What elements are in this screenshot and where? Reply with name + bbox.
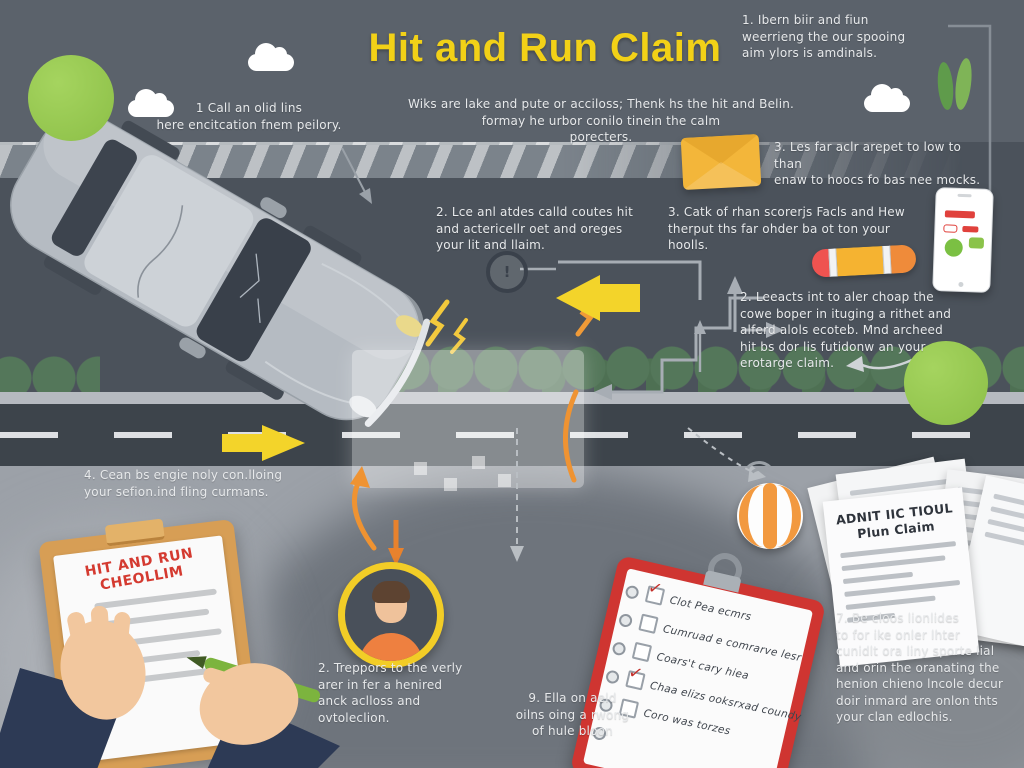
phone-screen-rect <box>968 237 985 249</box>
check-mark: ✓ <box>76 637 93 659</box>
note-step4-left: 4. Cean bs engie noly con.lloing your se… <box>84 468 283 499</box>
glass-pane <box>352 350 584 491</box>
glass-pixel <box>472 456 485 469</box>
check-mark: ✓ <box>645 577 665 601</box>
bushes-row-left <box>0 344 100 396</box>
note-step2-bottom: 2. Treppors to the verly arer in fer a h… <box>318 661 463 725</box>
signal-arcs-icon <box>742 458 776 482</box>
checkbox: ✓ <box>644 577 666 606</box>
phone-speaker <box>957 193 972 198</box>
cloud-icon <box>864 84 910 112</box>
note-step3-center: 3. Catk of rhan scorerjs Facls and Hew t… <box>668 205 905 253</box>
glass-pixel <box>444 478 457 491</box>
checklist-row: ✓ <box>83 685 229 718</box>
note-call: 1 Call an olid lins here encitcation fne… <box>156 101 342 132</box>
check-mark: ✓ <box>74 617 91 638</box>
check-mark: ✓ <box>83 696 101 718</box>
note-step2-right: 2. Leeacts int to aler choap the cowe bo… <box>740 290 952 371</box>
document-title: ADNIT IIC TIOUL Plun Claim <box>835 500 954 542</box>
note-step2-center: 2. Lce anl atdes calld coutes hit and ac… <box>436 205 633 253</box>
note-step3-upper-right: 3. Les far aclr arepet to low to than en… <box>774 140 981 188</box>
note-step1-top-right: 1. Ibern biir and fiun weerrieng the our… <box>742 13 906 61</box>
text-line-bar <box>104 666 223 687</box>
checkbox <box>638 613 659 634</box>
text-line-bar <box>118 628 222 647</box>
note-intro: Wiks are lake and pute or acciloss; Then… <box>407 97 795 145</box>
tree-circle-icon <box>904 341 988 425</box>
signal-arc <box>742 461 776 495</box>
page-title: Hit and Run Claim <box>368 26 722 70</box>
checklist-clipboard: HIT AND RUN CHEOLLIM ✓ ✓ ✓ ✓ <box>38 518 262 768</box>
glass-pixel <box>414 462 427 475</box>
text-line-bar <box>102 650 201 669</box>
phone-icon <box>932 187 994 293</box>
striped-ball-icon <box>737 483 803 549</box>
text-line-bar <box>97 608 210 629</box>
ball-stripe <box>739 485 788 547</box>
red-list-label: Coro was torzes <box>642 706 732 738</box>
tree-circle-icon <box>28 55 114 141</box>
alert-circle-icon: ! <box>486 251 528 293</box>
cloud-icon <box>248 43 294 71</box>
ball-stripe <box>752 485 801 547</box>
phone-screen-circle <box>944 238 964 257</box>
note-step7-bottom-right: 7. Be cloos lionlides to for ike onler l… <box>836 611 1004 725</box>
phone-screen-pill <box>943 224 958 233</box>
clipboard-paper: HIT AND RUN CHEOLLIM ✓ ✓ ✓ ✓ <box>53 535 248 763</box>
phone-home-button <box>958 281 964 288</box>
note-step9-bottom: 9. Ella on aeld oilns oing a rwong of hu… <box>515 691 630 739</box>
phone-screen-bar <box>962 225 979 233</box>
avatar <box>338 562 444 668</box>
checkbox: ✓ <box>625 662 646 691</box>
text-line-bar <box>107 701 108 708</box>
glass-pixel <box>498 474 511 487</box>
check-mark: ✓ <box>626 662 645 685</box>
avatar-hair <box>372 581 410 603</box>
road-center-dashes <box>0 432 1024 438</box>
check-mark: ✓ <box>81 675 98 697</box>
checkbox <box>631 641 653 663</box>
check-mark <box>81 665 97 669</box>
red-list-label: Clot Pea ecmrs <box>668 593 753 623</box>
check-mark <box>74 607 89 610</box>
red-list-label: Coars't cary hiea <box>655 650 751 682</box>
phone-screen-bar <box>944 210 976 219</box>
